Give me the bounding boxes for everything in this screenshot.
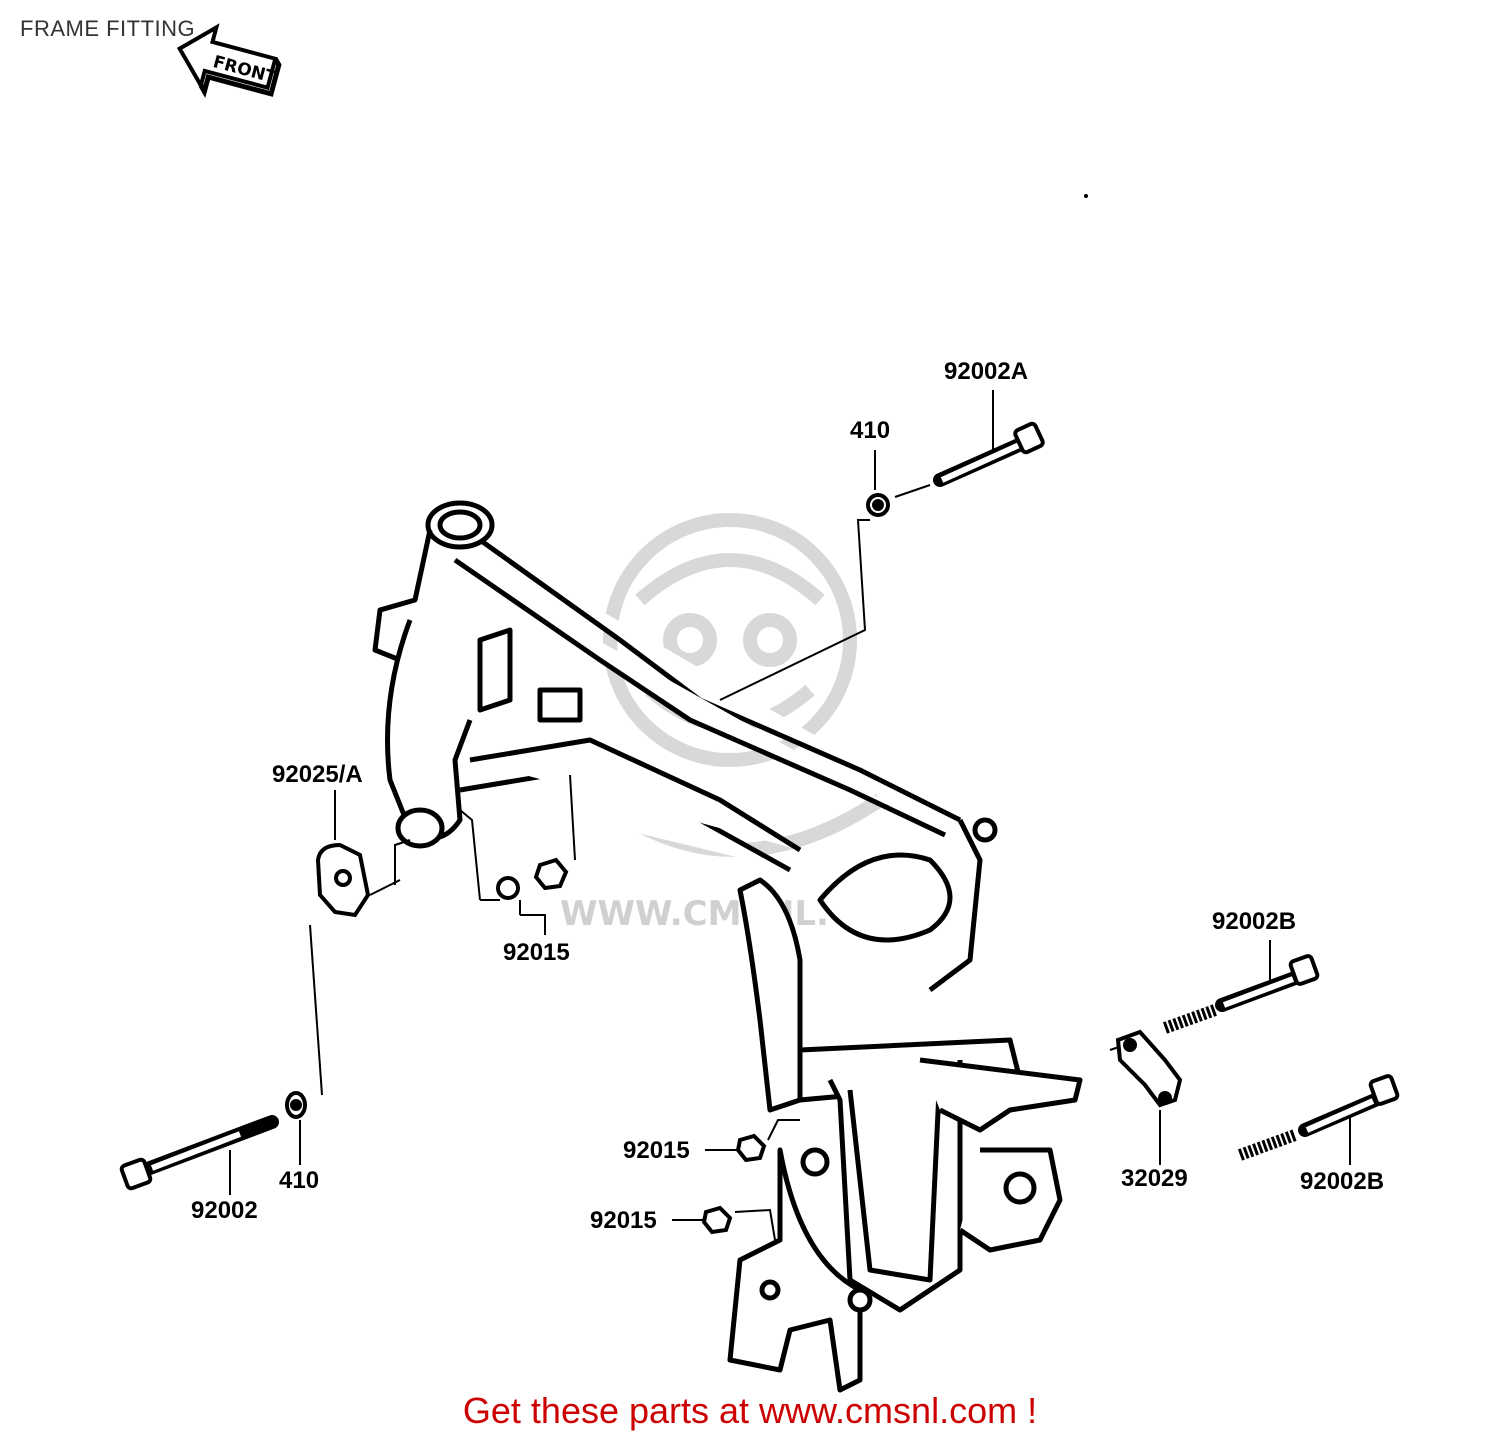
leader-lines (229, 390, 1351, 1241)
bolt-92002a (933, 421, 1045, 487)
label-92002: 92002 (191, 1197, 258, 1224)
bolt-92002b-top (1162, 954, 1320, 1034)
footer-link[interactable]: Get these parts at www.cmsnl.com ! (462, 1390, 1038, 1431)
label-410-top: 410 (850, 417, 891, 444)
fasteners (119, 421, 1400, 1235)
nut-92015-lower-b (701, 1205, 733, 1235)
page-title: FRAME FITTING (20, 16, 196, 41)
frame-body (372, 500, 1083, 1393)
nut-92015-lower-a (735, 1133, 767, 1163)
label-92015-lower-b: 92015 (590, 1207, 657, 1234)
nut-92015-mid-a (496, 876, 520, 900)
bolt-92002 (119, 1115, 279, 1191)
bolt-92002b-bottom (1237, 1074, 1400, 1161)
label-92015-mid: 92015 (503, 939, 570, 966)
front-arrow: FRONT (176, 23, 282, 98)
label-92015-lower-a: 92015 (623, 1137, 690, 1164)
nut-92015-mid-b (533, 857, 569, 891)
label-92002a: 92002A (944, 358, 1029, 385)
label-92002b-top: 92002B (1212, 908, 1297, 935)
label-32029: 32029 (1121, 1165, 1188, 1192)
label-92002b-bottom: 92002B (1300, 1168, 1385, 1195)
label-92025a: 92025/A (272, 761, 363, 788)
label-410-bottom: 410 (279, 1167, 320, 1194)
